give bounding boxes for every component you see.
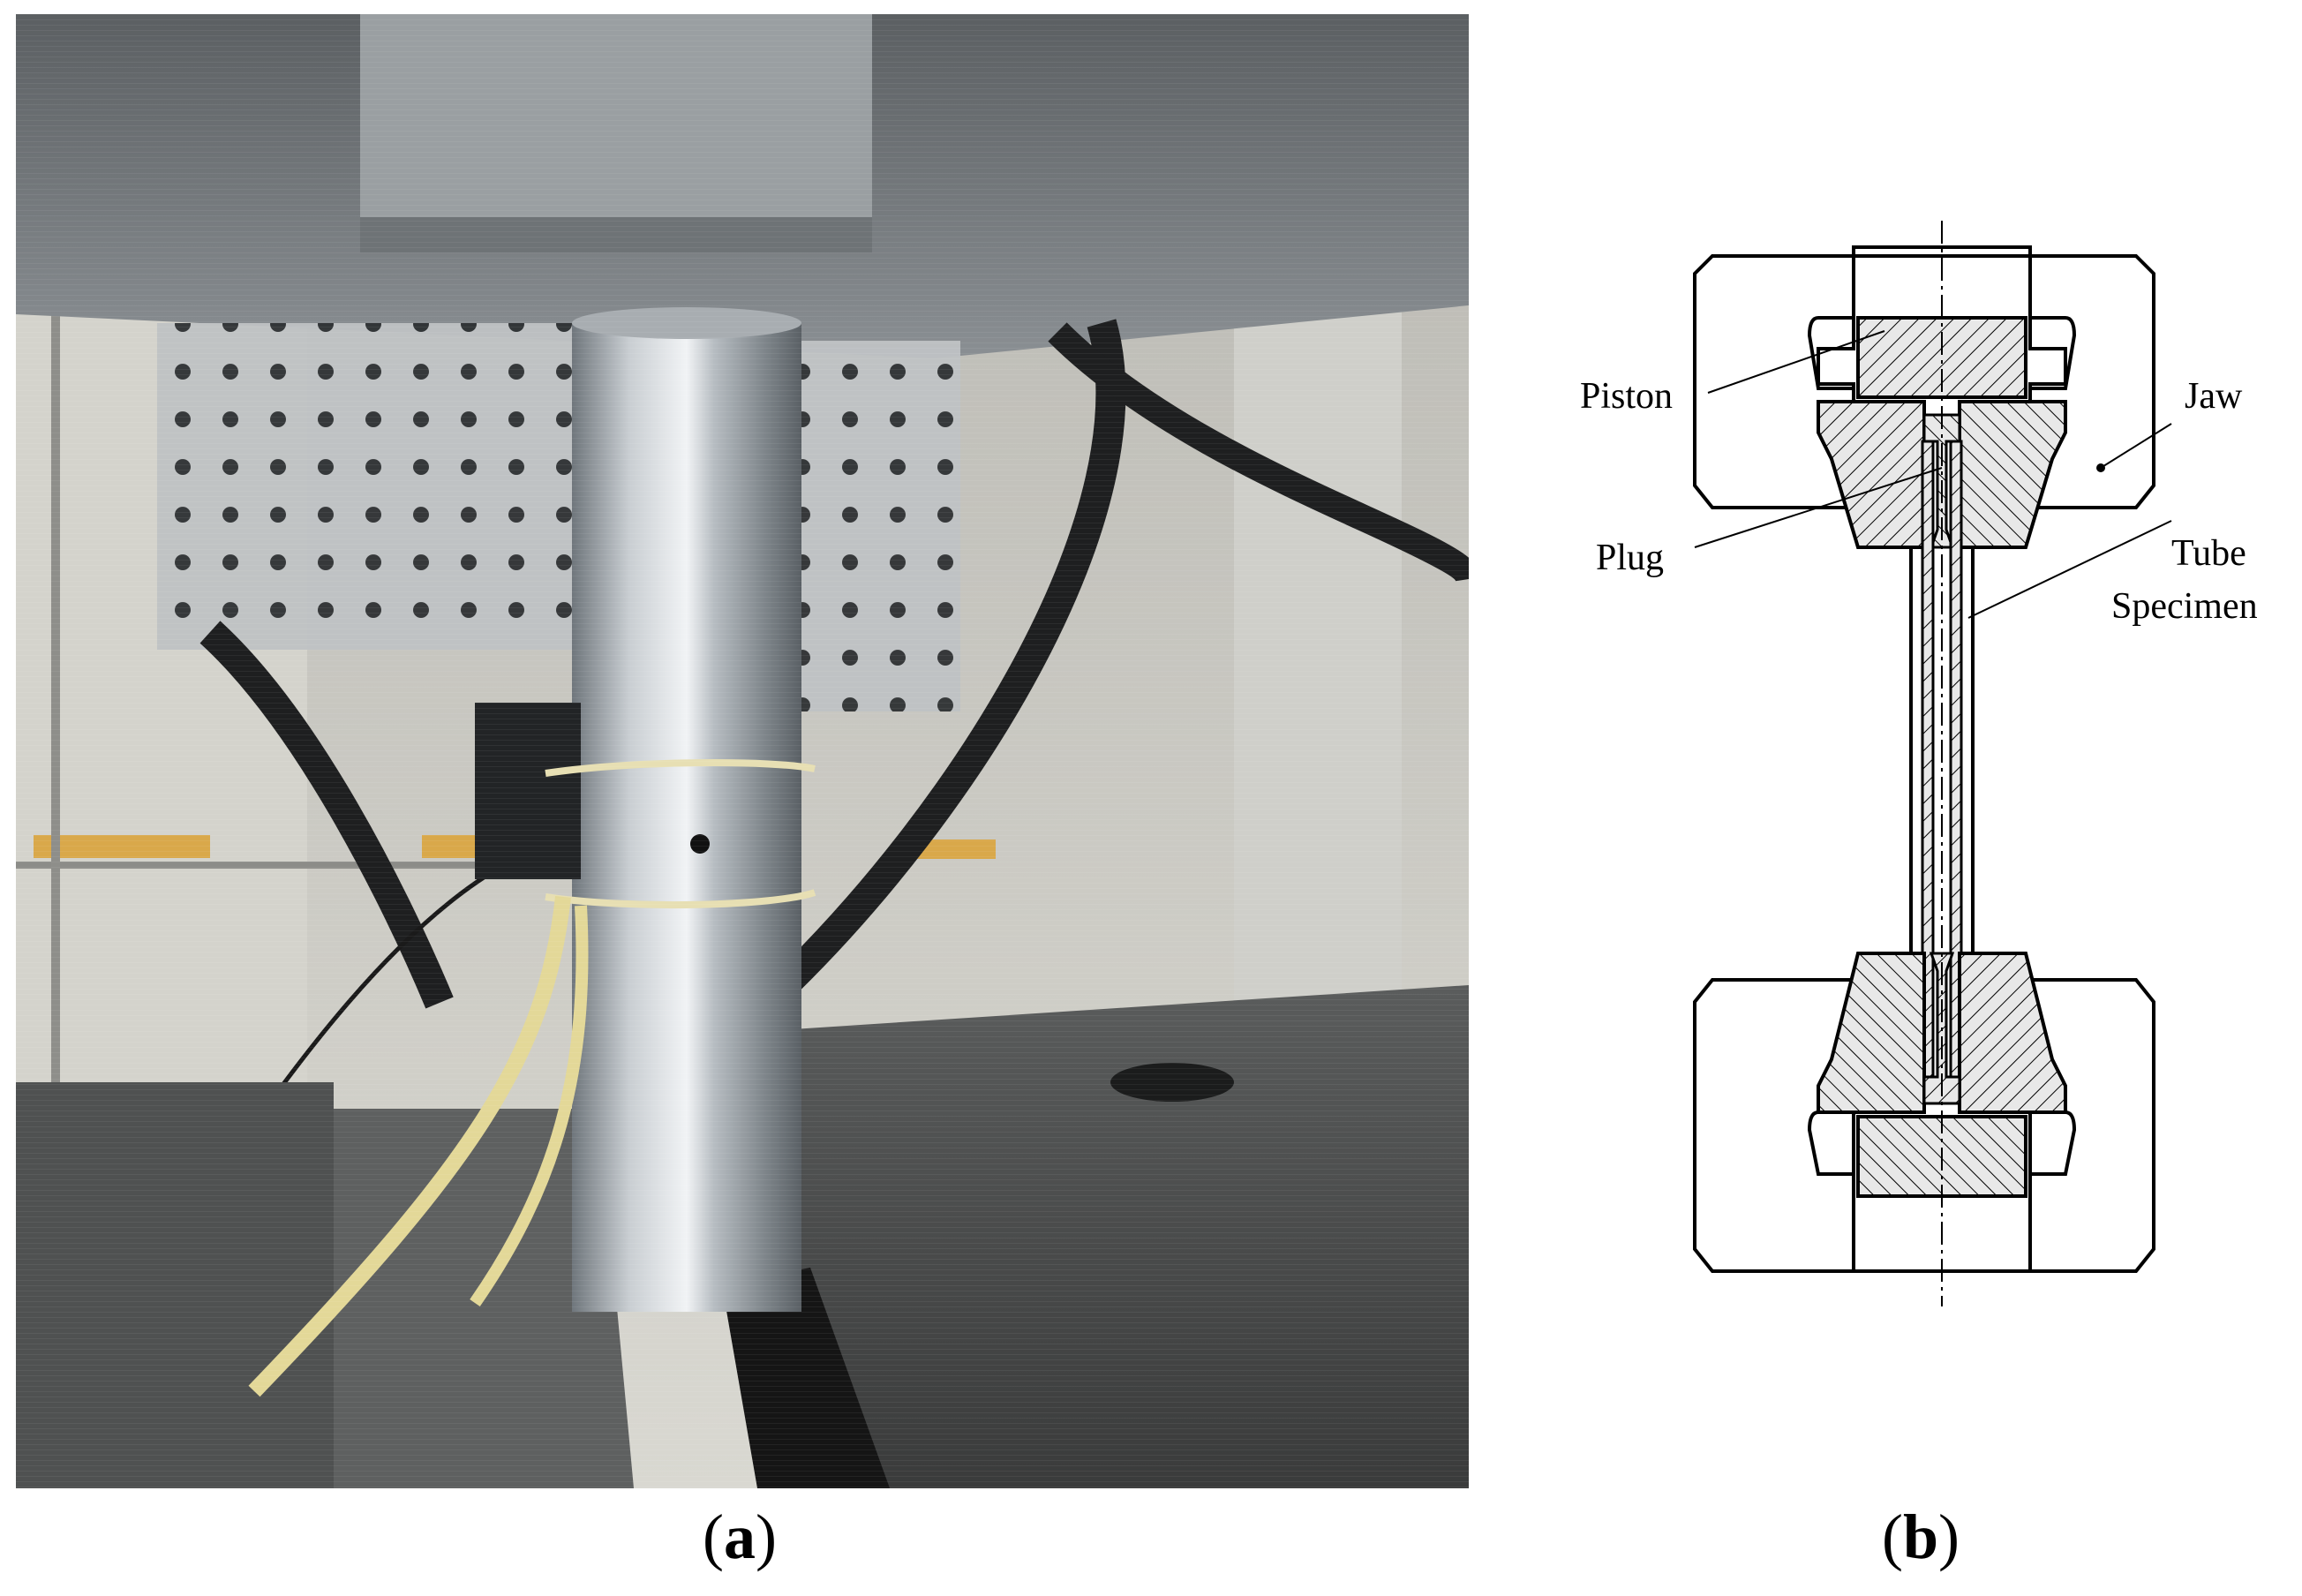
photo-illustration — [16, 14, 1469, 1488]
panel-b-paren-close: ) — [1938, 1502, 1960, 1572]
lower-jaw — [1693, 978, 1855, 1273]
panel-b-label: (b) — [1882, 1501, 1960, 1574]
panel-a-paren-close: ) — [755, 1502, 777, 1572]
callout-piston: Piston — [1580, 376, 1673, 417]
callout-specimen: Specimen — [2111, 586, 2258, 627]
tube-specimen — [1909, 440, 1975, 1079]
panel-b-paren-open: ( — [1882, 1502, 1903, 1572]
callout-jaw: Jaw — [2185, 376, 2243, 417]
upper-wedge-left — [1817, 400, 1926, 549]
panel-a-label: (a) — [703, 1501, 777, 1574]
panel-a-paren-open: ( — [703, 1502, 724, 1572]
photo-test-setup — [16, 14, 1469, 1488]
diagram-tube-gripping-fixture: Piston Jaw Plug Tube Specimen — [1553, 177, 2302, 1342]
panel-a-letter: a — [723, 1502, 756, 1572]
panel-b-letter: b — [1902, 1502, 1939, 1572]
cross-section-drawing: Piston Jaw Plug Tube Specimen — [1580, 221, 2258, 1306]
callout-tube: Tube — [2171, 533, 2246, 574]
callout-plug: Plug — [1596, 538, 1664, 578]
lower-wedge-left — [1817, 952, 1926, 1114]
lower-wedge-right — [1958, 952, 2067, 1114]
